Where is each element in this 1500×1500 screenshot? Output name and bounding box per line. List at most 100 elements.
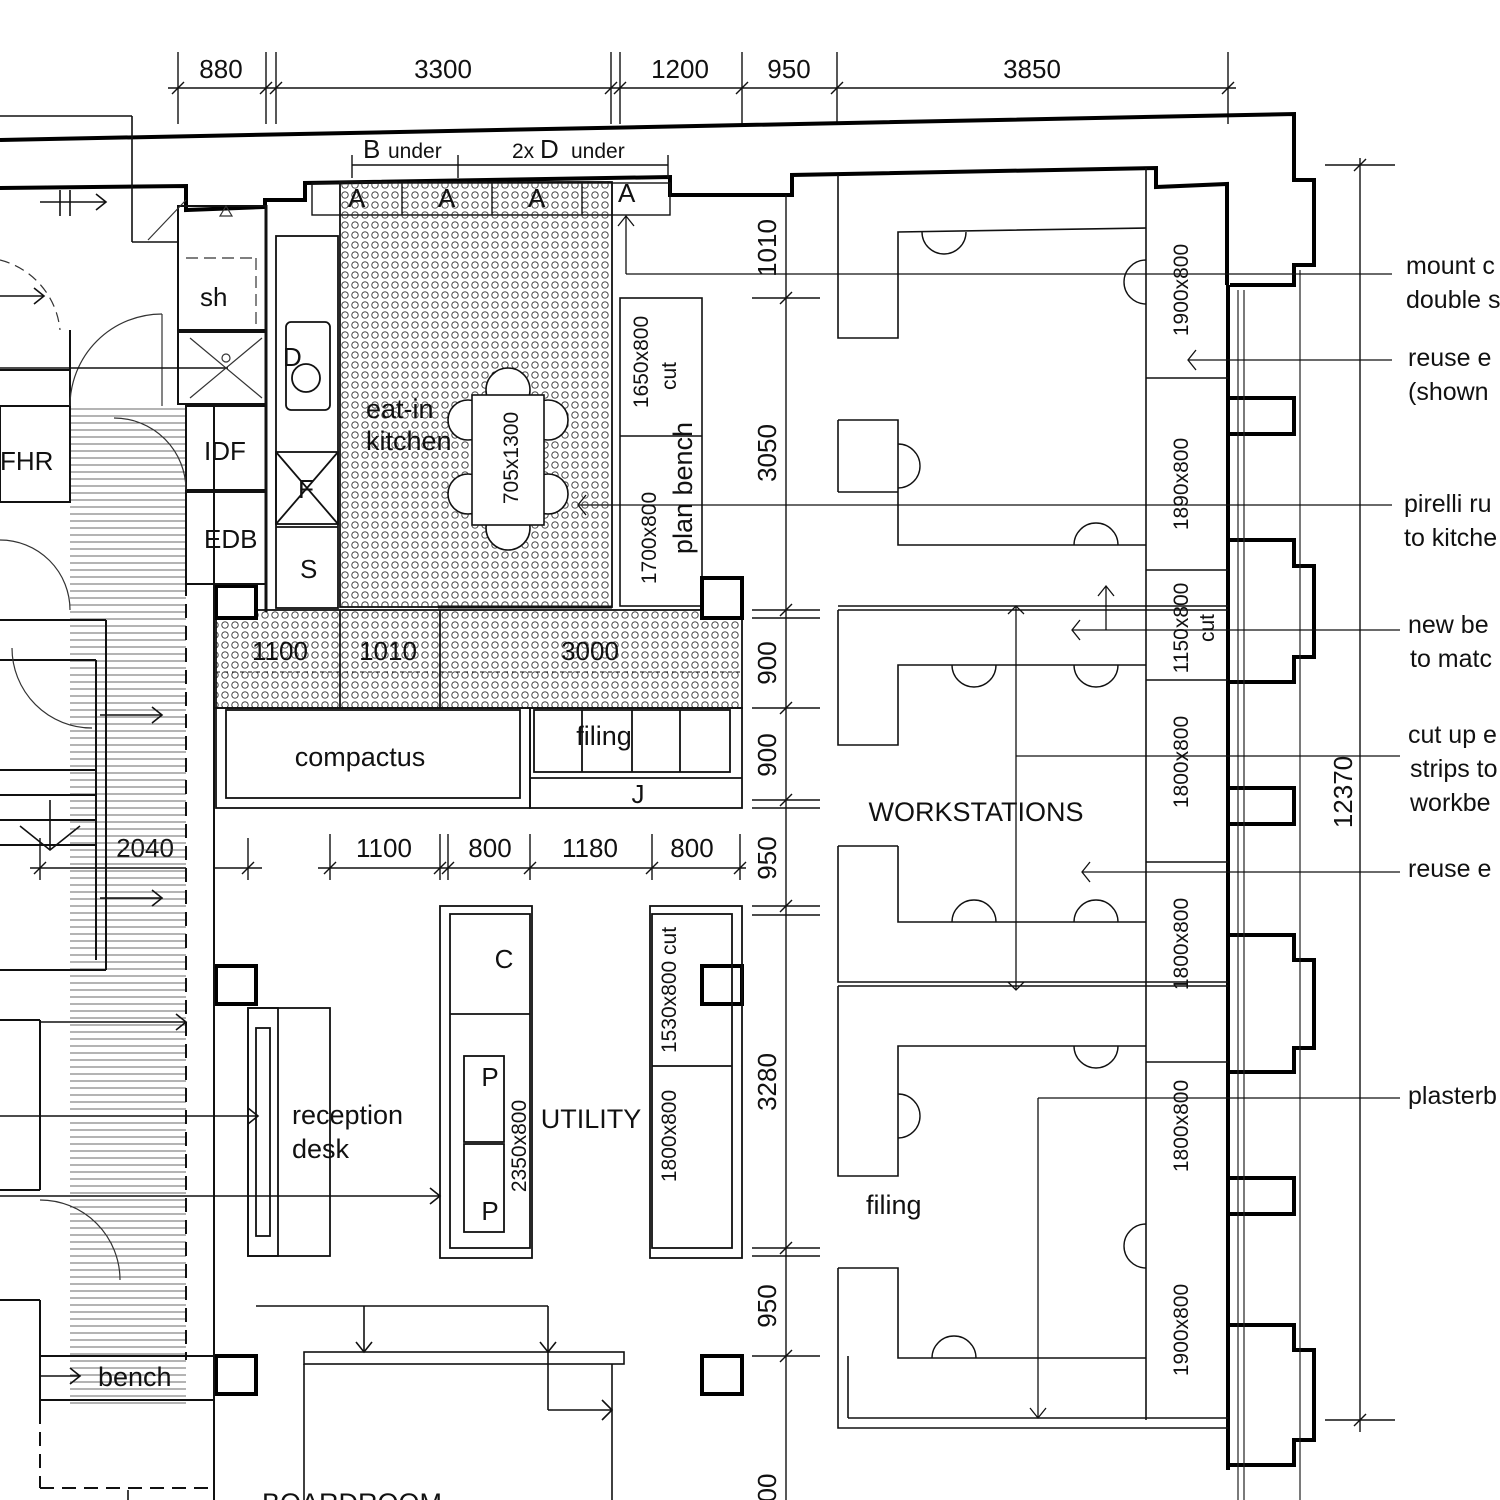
- vert-dim-3280: 3280: [752, 1053, 782, 1111]
- utility-p1-label: P: [481, 1062, 498, 1092]
- corridor-walls: [0, 205, 267, 1500]
- vert-dim-900-b: 900: [752, 733, 782, 776]
- top-dimension-string: [168, 52, 1236, 124]
- leader-lines: [577, 214, 1400, 1420]
- note-5-line2: strips to: [1410, 755, 1498, 783]
- filing-top-label: filing: [576, 721, 632, 751]
- mid-dim-1100: 1100: [356, 833, 412, 863]
- filing-bottom-label: filing: [866, 1190, 922, 1220]
- utility-c-label: C: [495, 944, 514, 974]
- vert-dim-1010: 1010: [752, 219, 782, 277]
- top-dim-880: 880: [199, 54, 242, 84]
- note-7-line1: plasterb: [1408, 1082, 1497, 1110]
- b-under-letter: B: [363, 134, 380, 164]
- overhead-cabinets: [311, 155, 671, 216]
- top-dim-3300: 3300: [414, 54, 472, 84]
- stair-arrows: [0, 115, 442, 1385]
- top-dim-1200: 1200: [651, 54, 709, 84]
- workstation-chairs: [897, 231, 1147, 1359]
- note-2-line1: reuse e: [1408, 344, 1491, 372]
- structural-column: [214, 576, 744, 1396]
- plan-bench-label: plan bench: [668, 422, 698, 554]
- note-1-line1: mount c: [1406, 252, 1495, 280]
- mid-dim-800-b: 800: [670, 833, 713, 863]
- vert-dim-950-a: 950: [752, 836, 782, 879]
- utility-right-upper-size: 1530x800 cut: [658, 927, 681, 1053]
- workstations-label: WORKSTATIONS: [869, 797, 1084, 827]
- vert-dim-3050: 3050: [752, 424, 782, 482]
- note-6-line1: reuse e: [1408, 855, 1491, 883]
- window-mullions: [1237, 270, 1301, 1500]
- sh-label: sh: [200, 282, 227, 312]
- d-under-prefix: 2x: [512, 140, 535, 163]
- fhr-label: FHR: [0, 446, 53, 476]
- top-dim-950: 950: [767, 54, 810, 84]
- overall-dimension: [1325, 158, 1395, 1432]
- workbench-size-5: 1800x800: [1170, 898, 1193, 990]
- note-2-line2: (shown: [1408, 378, 1489, 406]
- bench-label: bench: [98, 1362, 172, 1392]
- workbench-size-3-cut: cut: [1196, 614, 1219, 642]
- kitchen-outline: [215, 181, 743, 709]
- boardroom-walls: [127, 1305, 625, 1500]
- b-under-label: under: [388, 140, 442, 163]
- idf-label: IDF: [204, 436, 246, 466]
- cabinet-a-1: A: [348, 183, 366, 213]
- utility-right-lower-size: 1800x800: [658, 1090, 681, 1182]
- corridor-ramp: [70, 406, 214, 1406]
- dining-table: [447, 367, 569, 551]
- d-under-label: under: [571, 140, 625, 163]
- workbench-size-4: 1800x800: [1170, 716, 1193, 808]
- vert-dim-00: 00: [752, 1474, 782, 1500]
- reception-label-line1: reception: [292, 1100, 403, 1130]
- boardroom-label: BOARDROOM: [262, 1488, 442, 1500]
- reception-desk: [247, 1007, 331, 1257]
- vert-dim-950-b: 950: [752, 1284, 782, 1327]
- edb-label: EDB: [204, 524, 257, 554]
- note-5-line3: workbe: [1409, 789, 1491, 817]
- cabinet-a-3: A: [528, 183, 546, 213]
- plan-bench-upper-cut: cut: [658, 362, 681, 390]
- note-4-line1: new be: [1408, 611, 1489, 639]
- mid-dim-800-a: 800: [468, 833, 511, 863]
- reception-label-line2: desk: [292, 1134, 350, 1164]
- door-swings: [0, 199, 187, 1281]
- utility-label: UTILITY: [541, 1104, 642, 1134]
- utility-right-unit: [649, 905, 743, 1259]
- compactus-label: compactus: [295, 742, 426, 772]
- sink-label: D: [283, 342, 302, 372]
- plan-bench-upper-size: 1650x800: [630, 316, 653, 408]
- note-5-line1: cut up e: [1408, 721, 1497, 749]
- plan-bench-lower-size: 1700x800: [638, 492, 661, 584]
- kitchen-dim-3000: 3000: [561, 636, 619, 666]
- vert-dim-900-a: 900: [752, 641, 782, 684]
- utility-p2-label: P: [481, 1196, 498, 1226]
- note-3-line2: to kitche: [1404, 524, 1497, 552]
- fridge-label: F: [298, 474, 314, 504]
- cabinet-a-4: A: [618, 178, 636, 208]
- note-1-line2: double s: [1406, 286, 1500, 314]
- utility-left-unit: [439, 905, 533, 1259]
- pilaster: [1226, 285, 1316, 1470]
- vertical-dimension-string: [752, 195, 820, 1500]
- kitchen-bench: [264, 205, 339, 612]
- workbench-size-2: 1890x800: [1170, 438, 1193, 530]
- table-size: 705x1300: [500, 412, 523, 504]
- compactus-unit: [215, 707, 743, 809]
- shower-fixture: [186, 204, 263, 399]
- d-under-letter: D: [540, 134, 559, 164]
- workbench-size-6: 1800x800: [1170, 1080, 1193, 1172]
- workbench-size-3: 1150x800: [1170, 583, 1193, 674]
- kitchen-dim-1010: 1010: [359, 636, 417, 666]
- store-label: S: [300, 554, 317, 584]
- note-4-line2: to matc: [1410, 645, 1492, 673]
- kitchen-label-line1: eat-in: [366, 394, 434, 424]
- cabinet-a-2: A: [438, 183, 456, 213]
- workbench-size-7: 1900x800: [1170, 1284, 1193, 1376]
- kitchen-label-line2: kitchen: [366, 426, 452, 456]
- j-label: J: [632, 779, 645, 809]
- overall-dim-12370: 12370: [1328, 756, 1358, 828]
- note-3-line1: pirelli ru: [1404, 490, 1492, 518]
- mid-dim-1180: 1180: [562, 833, 618, 863]
